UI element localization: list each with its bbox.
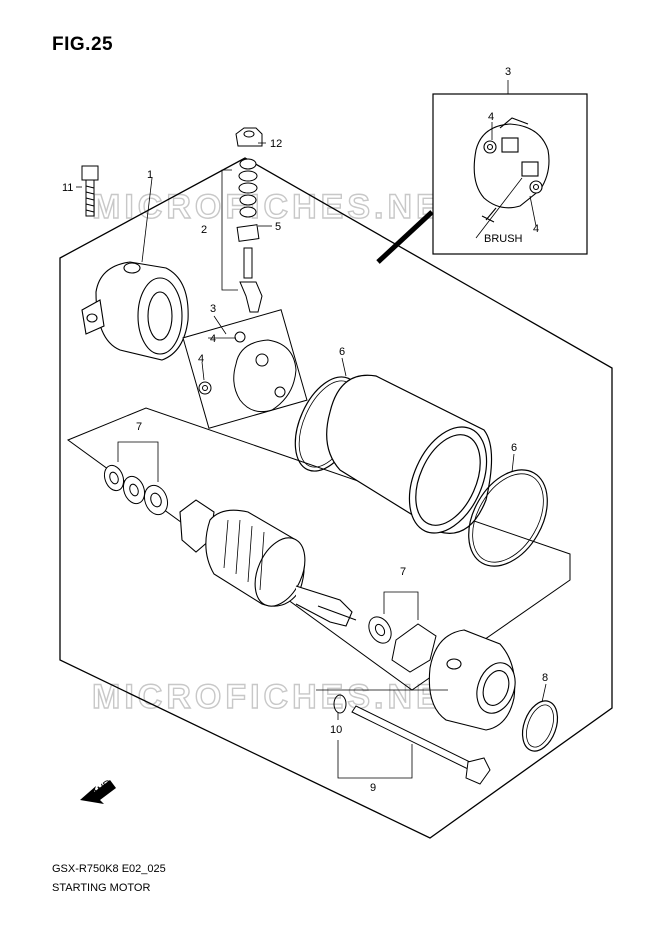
bracket-part9 [337,740,413,779]
brush-label: BRUSH [484,233,523,245]
o-ring-part8 [521,700,559,752]
nut-part12 [235,127,263,147]
terminal-stack-part2 [236,158,263,313]
callout-7-right: 7 [400,566,406,578]
callout-4-inset-b: 4 [533,223,539,235]
brush-plate-part3 [198,331,297,413]
o-ring-part8-inner [526,704,554,748]
sub-frame [66,407,571,691]
callout-4-inset-a: 4 [488,111,494,123]
callout-labels: 3 4 4 12 1 11 2 5 3 4 4 6 6 7 7 8 10 9 B… [62,66,548,802]
callout-10: 10 [330,724,342,736]
callout-3-mid: 3 [210,303,216,315]
bracket-part7-right [383,591,419,620]
assembly-frame [59,157,613,839]
bracket-part2 [221,169,238,291]
o-ring-part10 [333,694,347,714]
bracket-part7-left [117,441,159,482]
callout-11: 11 [62,182,73,194]
bolt-part11 [81,165,99,217]
callout-4-mid-b: 4 [198,353,204,365]
watermark-bottom: MICROFICHES.NET [92,678,467,716]
callout-5: 5 [275,221,281,233]
callout-2: 2 [201,224,207,236]
callout-1: 1 [147,169,153,181]
washers-right-part7 [368,616,437,673]
figure-title: FIG.25 [52,34,114,55]
fwd-arrow-icon [80,780,116,804]
callout-8: 8 [542,672,548,684]
leader-lines [76,80,547,720]
callout-12: 12 [270,138,282,150]
footer-part-code: GSX-R750K8 E02_025 [52,863,166,875]
callout-6-lower: 6 [511,442,517,454]
yoke-housing [326,374,493,534]
washers-left-part7 [103,464,169,516]
armature [179,499,357,627]
callout-3-top: 3 [505,66,511,78]
callout-7-left: 7 [136,421,142,433]
callout-4-mid-a: 4 [210,333,216,345]
end-cover-part1 [81,261,189,361]
long-bolt-part9 [351,705,491,785]
inset-pointer [376,210,434,264]
o-ring-lower-inner [472,473,544,563]
footer-assembly-name: STARTING MOTOR [52,882,151,894]
brush-holder-inset [473,117,550,223]
callout-9: 9 [370,782,376,794]
callout-6-upper: 6 [339,346,345,358]
o-ring-lower-part6 [468,469,548,567]
front-housing [428,629,516,731]
